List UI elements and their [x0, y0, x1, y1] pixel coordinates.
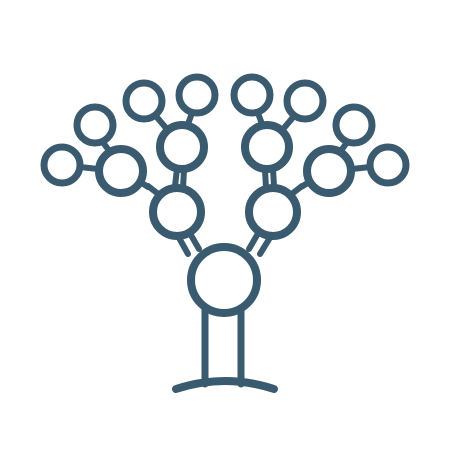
tree-trunk: [201, 304, 245, 388]
node-left-2-inner: [156, 121, 208, 173]
leaf-right-upper: [332, 103, 376, 147]
leaf-left-upper: [73, 103, 117, 147]
node-left-2-outer: [95, 145, 147, 197]
node-root: [187, 243, 261, 317]
leaf-right-top: [230, 73, 274, 117]
leaf-left-mid: [122, 79, 166, 123]
ground-line: [172, 377, 278, 393]
node-right-1: [245, 184, 301, 240]
tree-nodes: [40, 73, 410, 317]
leaf-far-right: [366, 143, 410, 187]
leaf-far-left: [40, 143, 84, 187]
node-right-2-inner: [241, 121, 293, 173]
node-left-1: [149, 184, 205, 240]
leaf-left-top: [175, 73, 219, 117]
leaf-right-mid: [283, 79, 327, 123]
node-right-2-outer: [303, 145, 355, 197]
